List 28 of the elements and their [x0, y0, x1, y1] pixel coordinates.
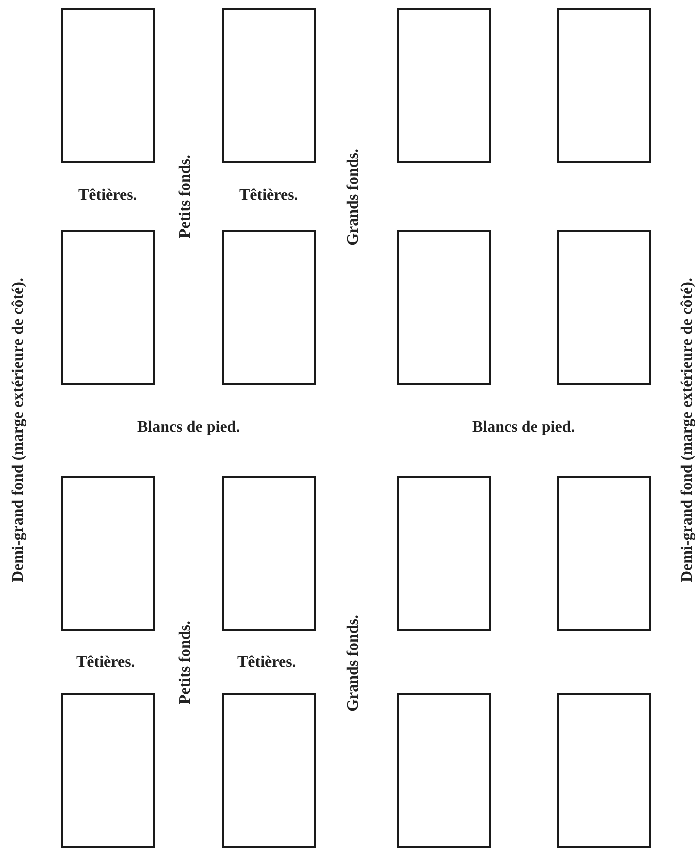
margin-label: Têtières. — [78, 187, 138, 205]
page-frame — [557, 693, 651, 848]
margin-label: Grands fonds. — [345, 148, 363, 246]
margin-label: Têtières. — [240, 187, 298, 205]
margin-label: Demi-grand fond (marge extérieure de côté). — [10, 278, 28, 582]
margin-label: Têtières. — [76, 654, 136, 672]
page-frame — [222, 693, 316, 848]
page-frame — [557, 8, 651, 163]
page-frame — [397, 476, 491, 631]
page-frame — [61, 8, 155, 163]
margin-label: Petits fonds. — [177, 621, 195, 705]
page-frame — [61, 476, 155, 631]
margin-label: Petits fonds. — [177, 155, 195, 239]
page-frame — [222, 476, 316, 631]
margin-label: Blancs de pied. — [472, 419, 576, 437]
page-frame — [397, 230, 491, 385]
page-frame — [397, 693, 491, 848]
page-frame — [222, 230, 316, 385]
margin-label: Blancs de pied. — [138, 419, 240, 437]
page-frame — [557, 476, 651, 631]
page-frame — [557, 230, 651, 385]
margin-label: Demi-grand fond (marge extérieure de côté). — [679, 278, 697, 582]
page-frame — [61, 230, 155, 385]
page-frame — [397, 8, 491, 163]
page-frame — [222, 8, 316, 163]
margin-label: Têtières. — [238, 654, 296, 672]
page-frame — [61, 693, 155, 848]
margin-label: Grands fonds. — [345, 614, 363, 712]
